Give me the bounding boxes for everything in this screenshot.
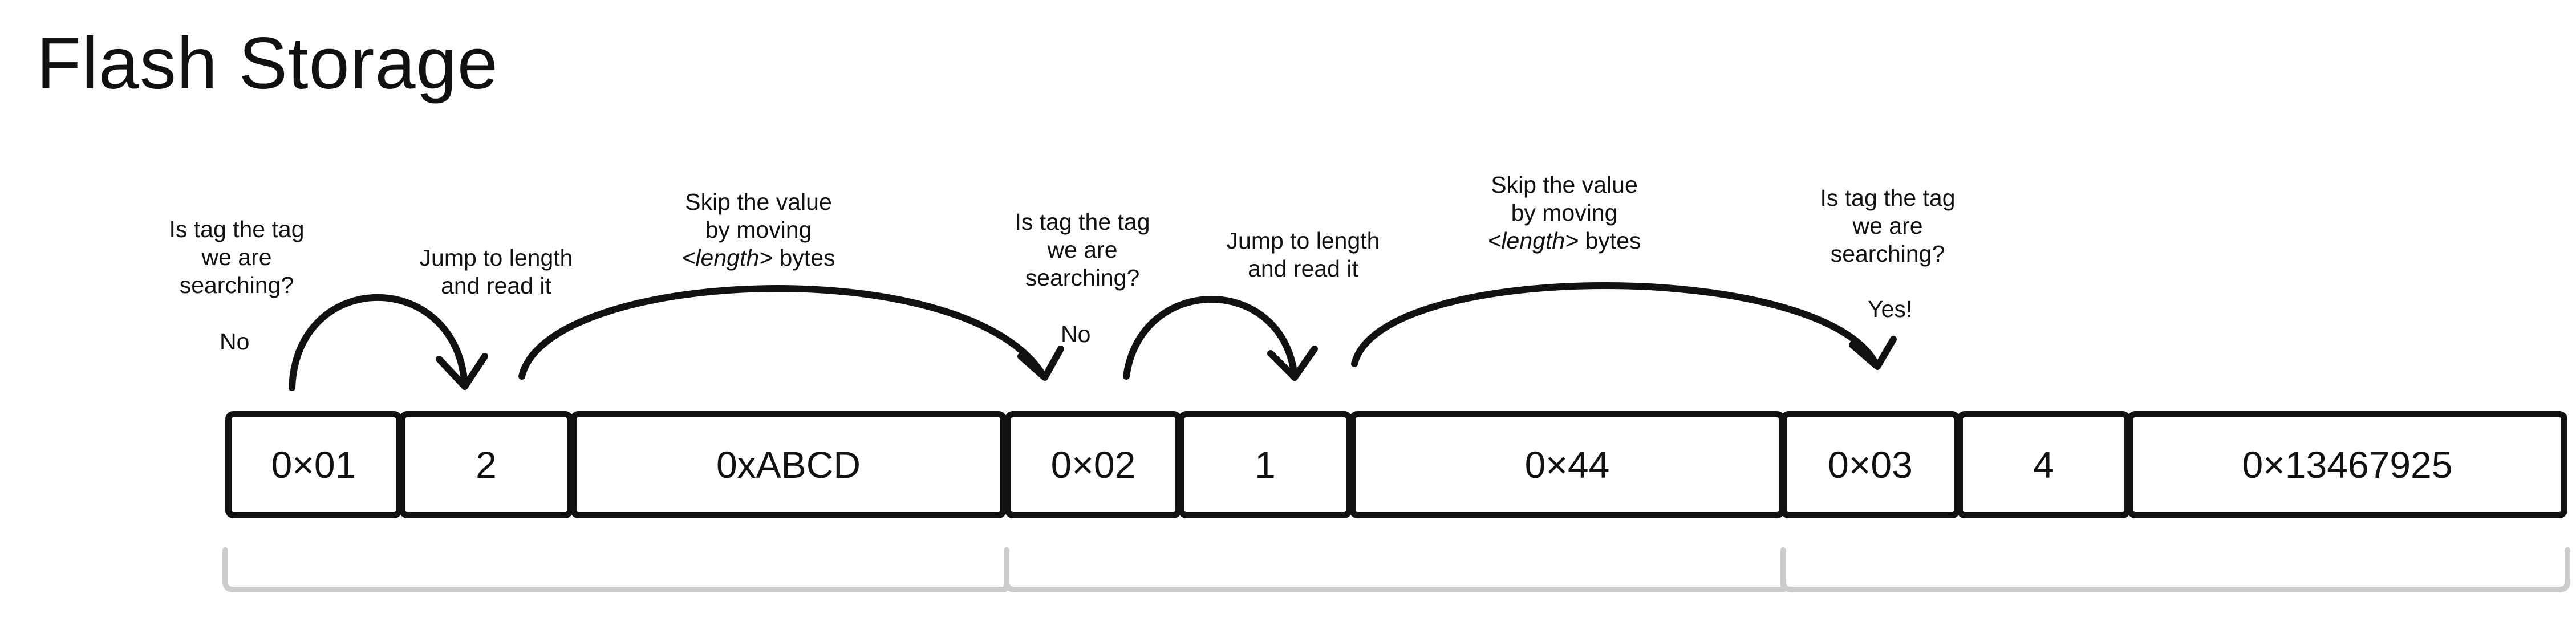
check-tag-line-2: we are [1852,213,1923,239]
jump-arrow-2 [1123,296,1298,380]
skip-value-note-1: Skip the value by moving <length> bytes [667,188,850,272]
answer-no-1: No [220,328,250,355]
skip-arrow-1 [518,285,1047,380]
record-1-tag-cell: 0×01 [225,411,402,518]
skip-arrow-2 [1351,282,1880,368]
skip-value-line-1: Skip the value [685,189,832,215]
check-tag-note-1: Is tag the tag we are searching? [151,216,322,299]
length-placeholder: <length> [1487,227,1579,254]
jump-arrow-1 [289,294,468,391]
record-3-value-cell: 0×13467925 [2127,411,2567,518]
skip-value-line-3: <length> bytes [667,244,850,272]
record-2-tag-cell: 0×02 [1005,411,1182,518]
check-tag-line-1: Is tag the tag [1820,185,1956,211]
skip-value-line-3: <length> bytes [1473,227,1656,255]
record-3-tag-cell: 0×03 [1780,411,1960,518]
jump-length-note-2: Jump to length and read it [1215,227,1392,283]
record-bracket-1 [222,547,1009,592]
check-tag-line-3: searching? [179,272,294,298]
check-tag-line-3: searching? [1830,241,1945,267]
record-2-value-cell: 0×44 [1349,411,1785,518]
record-2-length-cell: 1 [1178,411,1352,518]
jump-length-line-1: Jump to length [419,245,573,271]
answer-yes: Yes! [1868,296,1913,322]
record-3-length-cell: 4 [1957,411,2131,518]
skip-value-line-2: by moving [705,217,812,243]
check-tag-line-1: Is tag the tag [169,216,305,242]
check-tag-note-2: Is tag the tag we are searching? [997,208,1168,292]
skip-value-bytes: bytes [1579,227,1641,254]
check-tag-line-2: we are [201,244,272,270]
record-bracket-2 [1004,547,1786,592]
skip-value-note-2: Skip the value by moving <length> bytes [1473,171,1656,255]
jump-length-line-1: Jump to length [1226,227,1380,254]
jump-length-line-2: and read it [441,273,551,299]
jump-arrowhead-1 [436,353,488,390]
skip-value-line-2: by moving [1511,200,1618,226]
jump-arrowhead-2 [1267,346,1318,381]
check-tag-line-2: we are [1047,237,1118,263]
answer-no-2: No [1061,321,1091,347]
record-1-value-cell: 0xABCD [570,411,1007,518]
record-bracket-3 [1780,547,2570,592]
jump-length-line-2: and read it [1248,255,1358,282]
page-title: Flash Storage [36,23,498,104]
skip-value-line-1: Skip the value [1491,172,1638,198]
jump-length-note-1: Jump to length and read it [408,244,585,300]
skip-arrowhead-2 [1849,336,1897,370]
skip-value-bytes: bytes [773,245,835,271]
record-1-length-cell: 2 [399,411,573,518]
check-tag-line-3: searching? [1025,265,1140,291]
check-tag-note-3: Is tag the tag we are searching? [1802,184,1973,268]
skip-arrowhead-1 [1017,346,1064,381]
check-tag-line-1: Is tag the tag [1015,209,1150,235]
length-placeholder: <length> [681,245,773,271]
